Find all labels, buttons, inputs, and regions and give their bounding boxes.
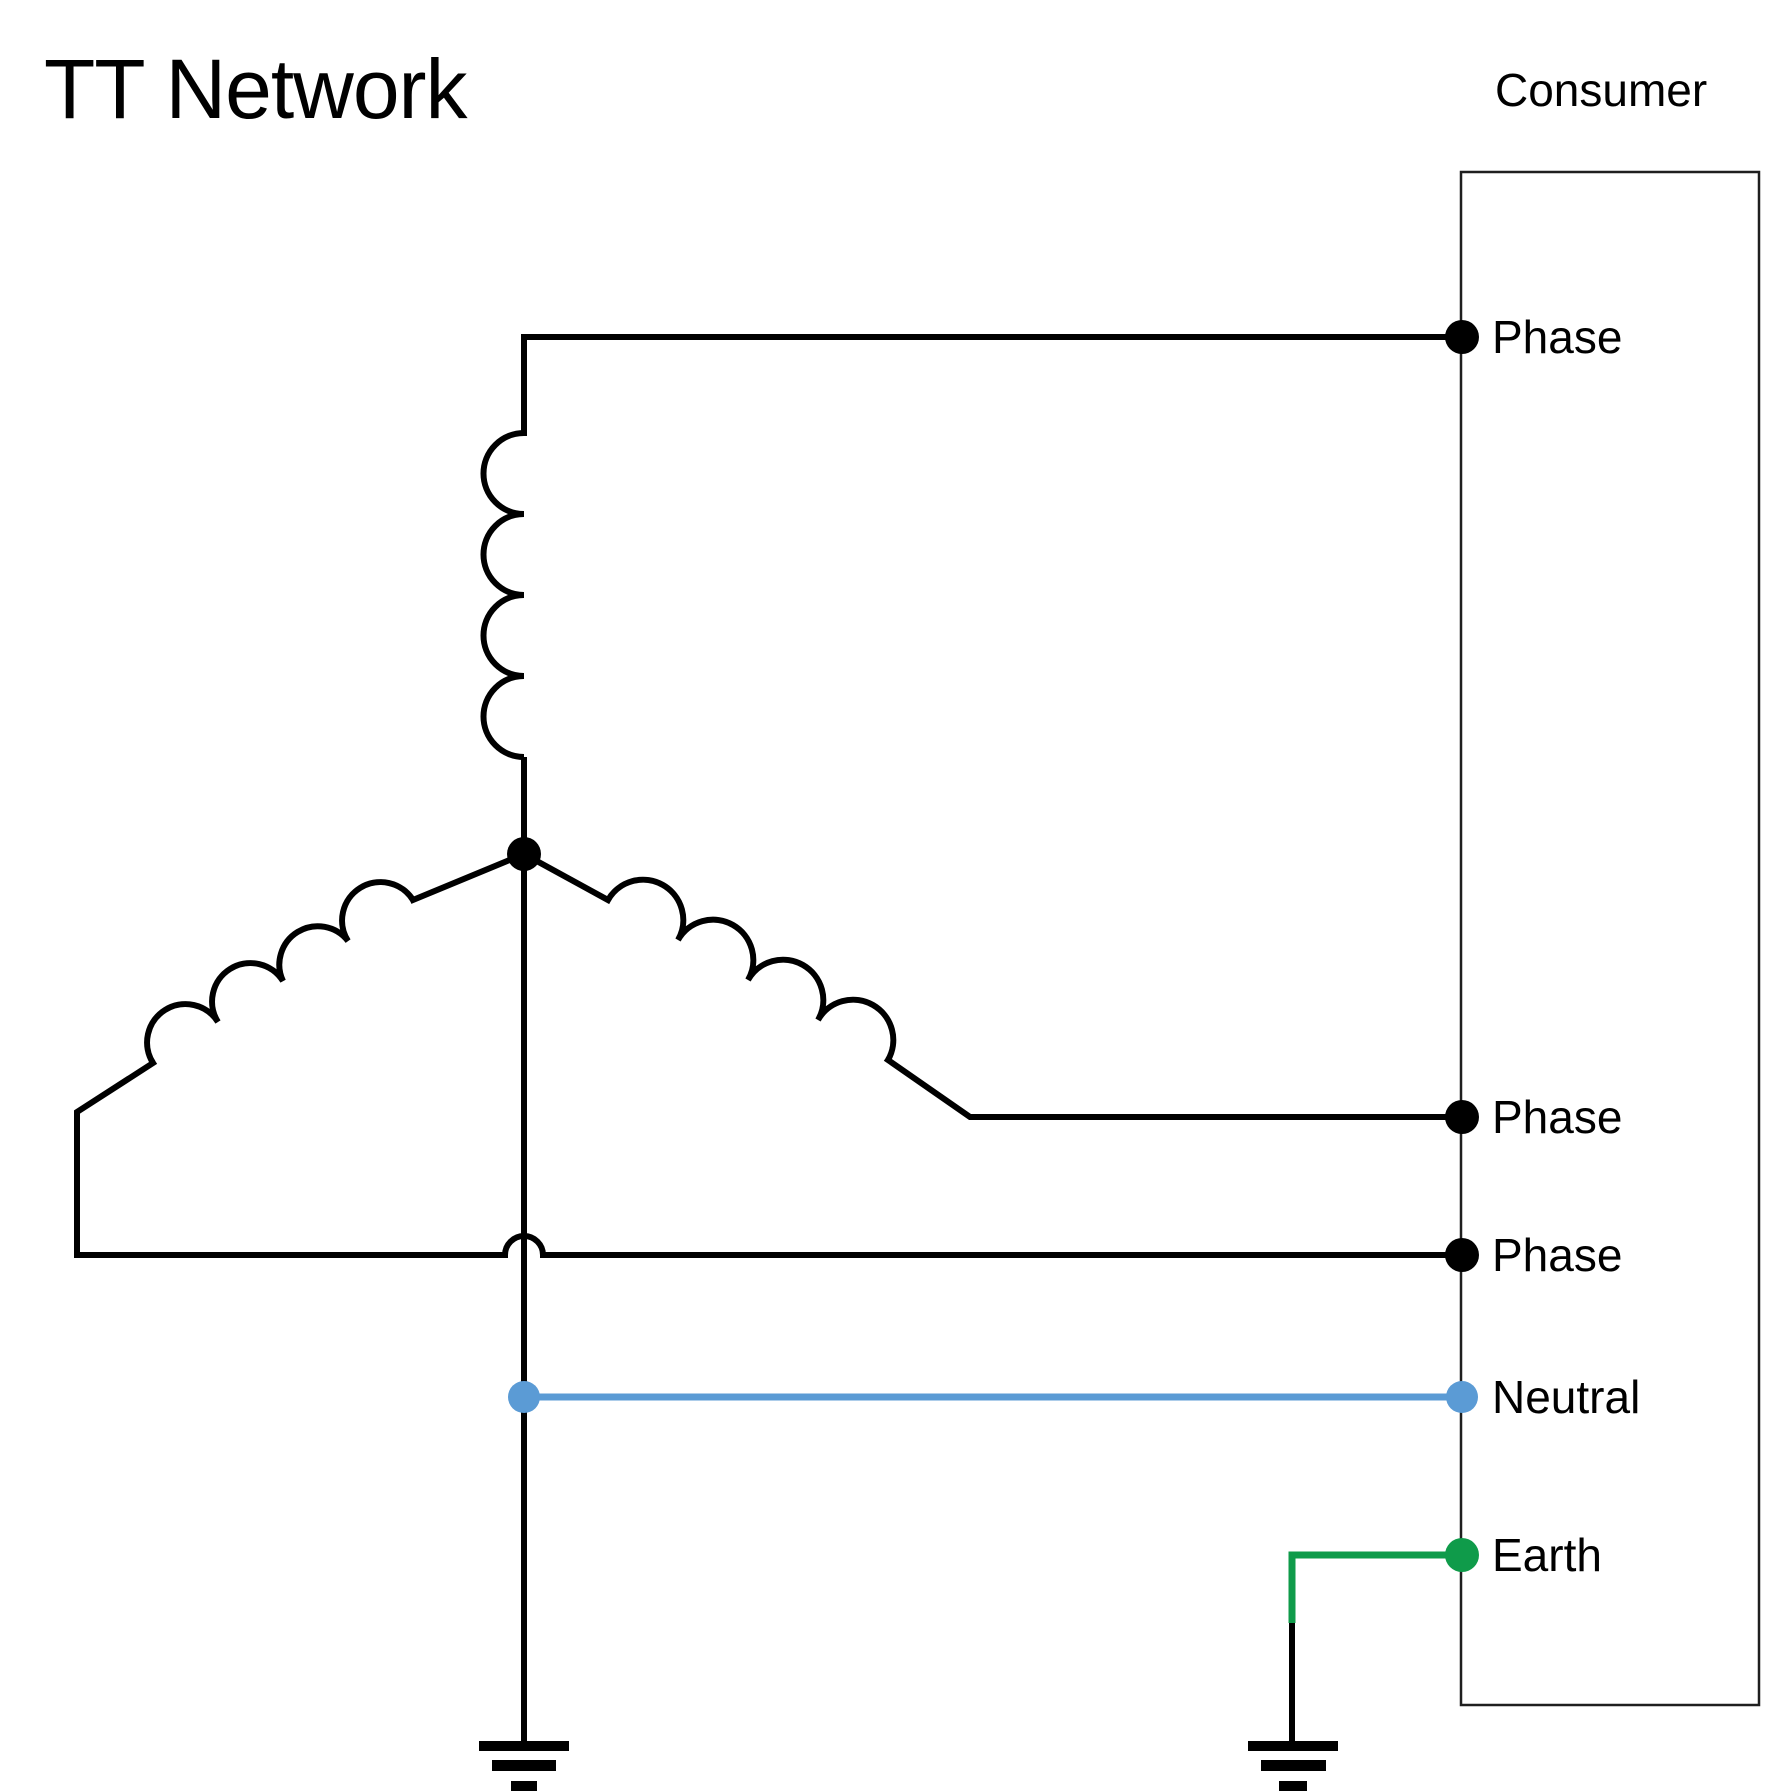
neutral-label: Neutral — [1492, 1371, 1640, 1423]
phase-2-label: Phase — [1492, 1091, 1622, 1143]
phase-2-terminal-dot — [1445, 1100, 1479, 1134]
transformer-ground-symbol — [479, 1741, 569, 1791]
ground-bar-large — [1248, 1741, 1338, 1751]
page-title: TT Network — [44, 42, 469, 136]
transformer-winding-left — [144, 879, 416, 1065]
phase-1-label: Phase — [1492, 311, 1622, 363]
winding-left-lead — [409, 850, 528, 904]
neutral-source-dot — [508, 1381, 540, 1413]
consumer-ground-symbol — [1248, 1741, 1338, 1791]
ground-bar-small — [1279, 1781, 1307, 1791]
consumer-box — [1459, 170, 1761, 1707]
phase-3-label: Phase — [1492, 1229, 1622, 1281]
consumer-label: Consumer — [1495, 64, 1707, 116]
ground-bar-medium — [1261, 1760, 1326, 1771]
transformer-winding-top — [480, 430, 525, 760]
phase-3-wire — [74, 1058, 1464, 1258]
phase-3-terminal-dot — [1445, 1238, 1479, 1272]
transformer-winding-right — [605, 876, 897, 1062]
ground-bar-large — [479, 1741, 569, 1751]
ground-bar-medium — [492, 1760, 556, 1771]
phase-2-wire — [883, 1055, 1464, 1120]
phase-1-wire — [521, 334, 1464, 436]
star-point-junction-dot — [507, 837, 541, 871]
earth-wire — [1288, 1551, 1461, 1623]
earth-terminal-dot — [1445, 1538, 1479, 1572]
ground-bar-small — [511, 1781, 537, 1791]
neutral-terminal-dot — [1446, 1381, 1478, 1413]
phase-1-terminal-dot — [1445, 320, 1479, 354]
earth-label: Earth — [1492, 1529, 1602, 1581]
